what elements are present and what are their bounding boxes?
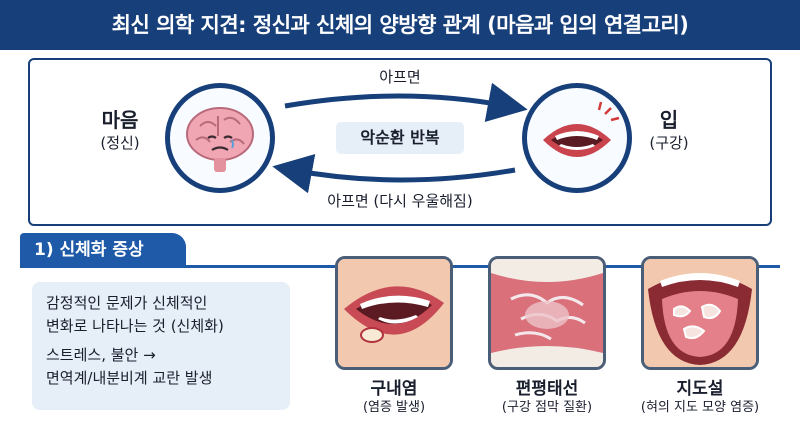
condition-image-2 (488, 256, 606, 370)
title-bar (0, 0, 800, 50)
return-arrow (272, 153, 516, 194)
description-line: 변화로 나타나는 것 (신체화) (46, 317, 224, 335)
description-box: 감정적인 문제가 신체적인 변화로 나타나는 것 (신체화) 스트레스, 불안 … (32, 282, 290, 410)
mind-node (165, 83, 275, 193)
forward-arrow (284, 82, 528, 123)
mind-node-sub: (정신) (100, 134, 140, 152)
mouth-ulcer-icon (338, 259, 450, 367)
condition-image-3 (641, 256, 759, 370)
description-line: 스트레스, 불안 → (46, 346, 156, 364)
cycle-badge: 악순환 반복 (336, 122, 464, 154)
mouth-node (522, 83, 632, 193)
brain-icon (186, 107, 254, 172)
condition-name-3: 지도설 (676, 379, 724, 399)
page-title: 최신 의학 지견: 정신과 신체의 양방향 관계 (마음과 입의 연결고리) (111, 13, 689, 37)
condition-detail-2: (구강 점막 질환) (501, 400, 593, 415)
condition-detail-3: (혀의 지도 모양 염증) (640, 400, 760, 415)
mind-node-label: 마음 (101, 108, 139, 132)
description-line: 감정적인 문제가 신체적인 (46, 294, 208, 312)
description-line: 면역계/내분비계 교란 발생 (46, 369, 213, 387)
forward-arrow-label: 아프면 (379, 68, 421, 86)
condition-name-2: 편평태선 (515, 379, 579, 399)
oral-mucosa-icon (491, 259, 603, 367)
return-arrow-label: 아프면 (다시 우울해짐) (327, 192, 473, 210)
mouth-node-sub: (구강) (649, 134, 689, 152)
condition-name-1: 구내염 (370, 379, 418, 399)
tongue-icon (644, 259, 756, 367)
mouth-node-label: 입 (659, 108, 679, 132)
section-heading: 1) 신체화 증상 (20, 233, 186, 267)
condition-image-1 (335, 256, 453, 370)
mouth-icon (543, 101, 620, 157)
condition-detail-1: (염증 발생) (362, 400, 426, 415)
